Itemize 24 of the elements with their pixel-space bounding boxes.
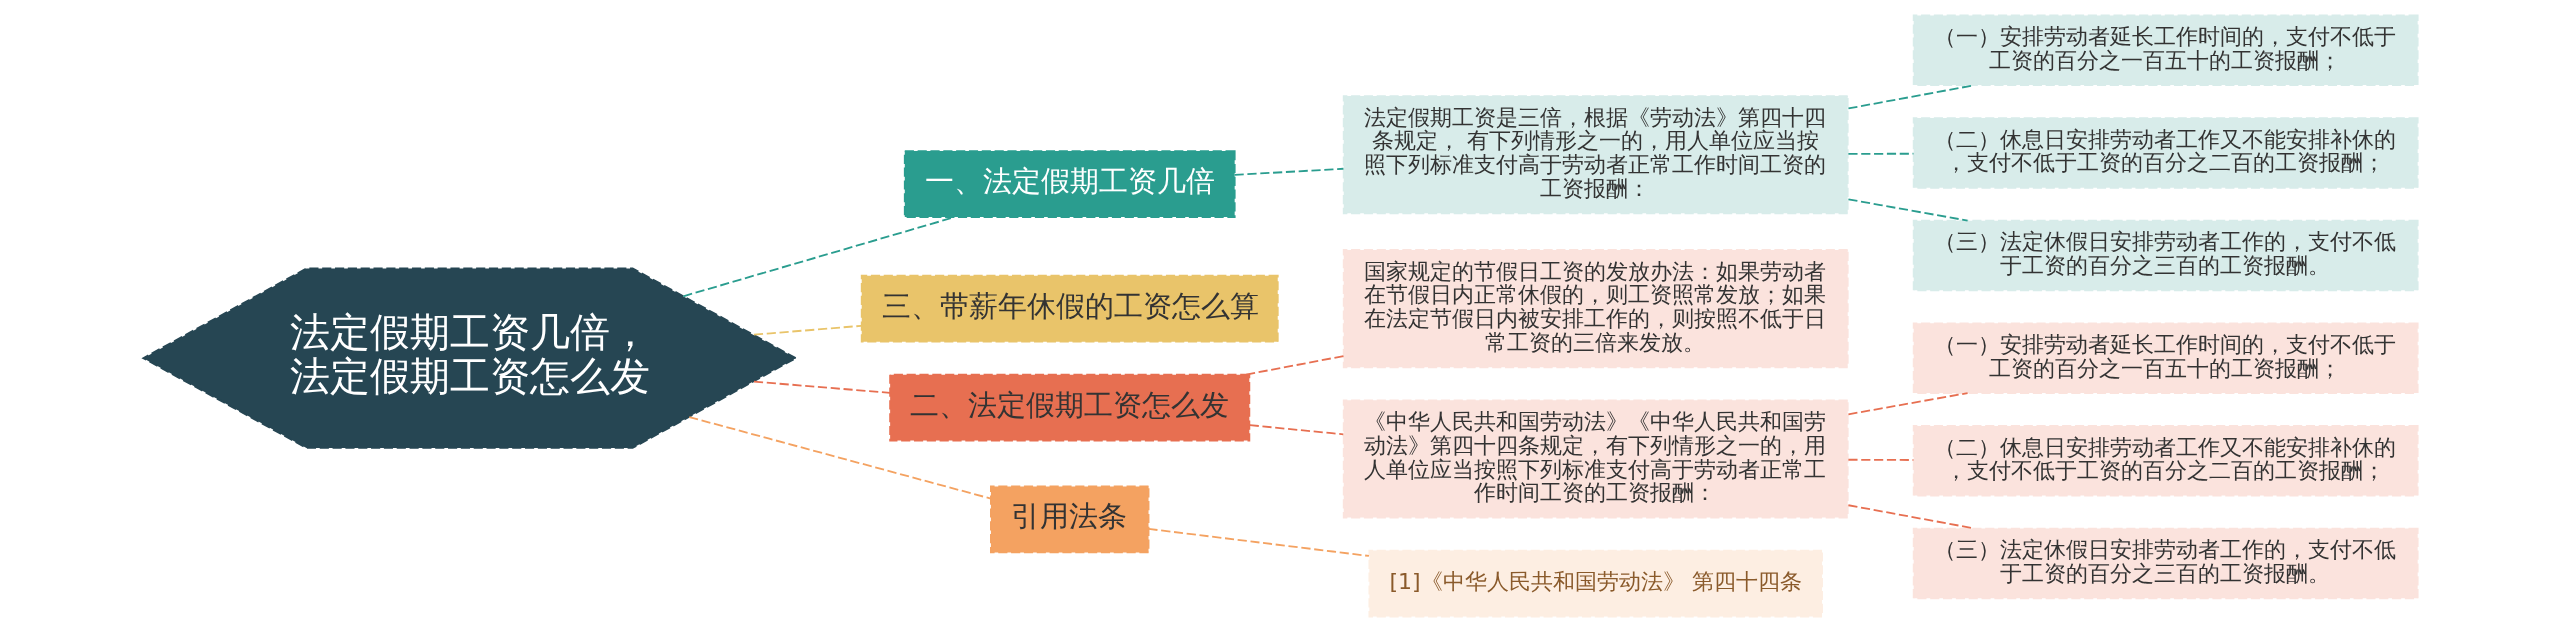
connector <box>1248 424 1344 436</box>
connector <box>687 416 992 500</box>
node-box: 法定假期工资是三倍，根据《劳动法》第四十四条规定， 有下列情形之一的，用人单位应当按照下列标准支付高于劳动者正常工作时间工资的工资报酬： <box>1342 95 1849 215</box>
connector <box>1147 527 1370 557</box>
node-box: （二）休息日安排劳动者工作又不能安排补休的，支付不低于工资的百分之二百的工资报酬； <box>1912 117 2419 189</box>
node-box: 国家规定的节假日工资的发放办法：如果劳动者在节假日内正常休假的，则工资照常发放；如果在法定节假日内被安排工作的，则按照不低于日常工资的三倍来发放。 <box>1342 249 1849 369</box>
node-box: 《中华人民共和国劳动法》《中华人民共和国劳动法》第四十四条规定，有下列情形之一的，用人单位应当按照下列标准支付高于劳动者正常工作时间工资的工资报酬： <box>1342 399 1849 519</box>
node-box: [1]《中华人民共和国劳动法》 第四十四条 <box>1367 549 1823 618</box>
node-box: （一）安排劳动者延长工作时间的，支付不低于工资的百分之一百五十的工资报酬； <box>1912 322 2419 394</box>
connector <box>1244 355 1344 376</box>
connector <box>681 216 955 298</box>
node-box: （三）法定休假日安排劳动者工作的，支付不低于工资的百分之三百的工资报酬。 <box>1912 219 2419 292</box>
connector <box>752 380 891 394</box>
connector <box>1847 198 1968 222</box>
node-box: （二）休息日安排劳动者工作又不能安排补休的，支付不低于工资的百分之二百的工资报酬； <box>1912 425 2419 497</box>
node-box: 三、带薪年休假的工资怎么算 <box>860 274 1279 343</box>
connector <box>1233 167 1344 176</box>
node-box: （一）安排劳动者延长工作时间的，支付不低于工资的百分之一百五十的工资报酬； <box>1912 14 2419 86</box>
node-box: （三）法定休假日安排劳动者工作的，支付不低于工资的百分之三百的工资报酬。 <box>1912 527 2419 600</box>
connector <box>1847 392 1968 416</box>
node-box: 引用法条 <box>989 485 1149 554</box>
node-box: 二、法定假期工资怎么发 <box>888 373 1250 442</box>
node-box: 一、法定假期工资几倍 <box>903 150 1236 218</box>
connector <box>752 324 862 336</box>
